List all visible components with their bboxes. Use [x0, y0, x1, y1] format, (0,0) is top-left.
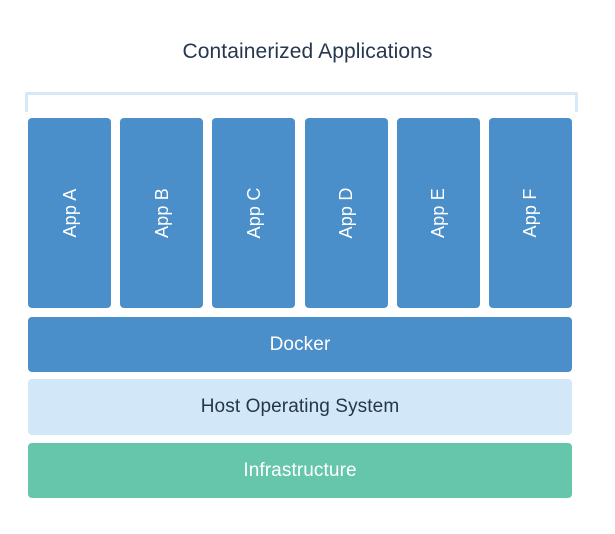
- container-box-app-c[interactable]: App C: [212, 118, 296, 308]
- container-row: App A App B App C App D App E App F: [28, 118, 572, 308]
- container-label: App D: [336, 187, 357, 239]
- container-label: App A: [59, 188, 80, 238]
- container-box-app-b[interactable]: App B: [120, 118, 204, 308]
- layer-infrastructure[interactable]: Infrastructure: [28, 443, 572, 498]
- layer-docker[interactable]: Docker: [28, 317, 572, 372]
- container-label: App F: [520, 188, 541, 238]
- container-box-app-d[interactable]: App D: [304, 118, 388, 308]
- diagram-title: Containerized Applications: [182, 40, 433, 63]
- container-box-app-f[interactable]: App F: [488, 118, 572, 308]
- container-label: App B: [151, 187, 172, 239]
- container-box-app-e[interactable]: App E: [396, 118, 480, 308]
- containerized-applications-bracket: [25, 92, 578, 112]
- layer-host-operating-system[interactable]: Host Operating System: [28, 379, 572, 435]
- container-box-app-a[interactable]: App A: [28, 118, 111, 308]
- container-label: App C: [243, 187, 264, 239]
- container-label: App E: [428, 187, 449, 239]
